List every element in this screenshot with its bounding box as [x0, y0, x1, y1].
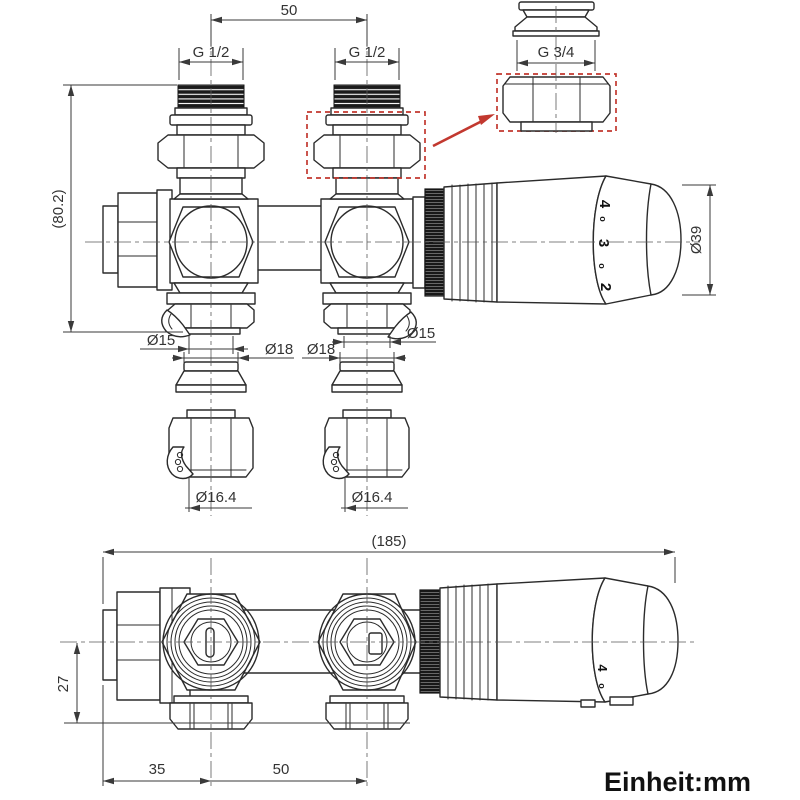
centerlines	[60, 30, 700, 788]
scale-window-notch	[580, 699, 596, 708]
dim-center-distance-bottom: 50	[273, 761, 290, 778]
thermostatic-head-front: 4 o 3 o 2	[424, 175, 682, 305]
head-scale-digit: 4	[596, 200, 613, 209]
spindle-window	[368, 632, 383, 655]
dimensions: 50 G 1/2 G 1/2 G 3/4 (80.2)	[50, 2, 716, 786]
dim-overall-height: (80.2)	[50, 189, 67, 228]
dim-olive-left: Ø18	[265, 341, 293, 358]
dim-olive-right: Ø18	[307, 341, 335, 358]
front-view: 4 o 3 o 2	[102, 84, 682, 480]
cutaway-flap	[161, 309, 191, 338]
head-scale-digit: 3	[595, 239, 612, 247]
dim-thread-left: G 1/2	[193, 44, 230, 61]
unit-note: Einheit:mm	[604, 767, 751, 797]
cutaway-flap	[387, 311, 417, 340]
pipe-connector-left	[161, 282, 256, 338]
dim-overall-length: (185)	[371, 533, 406, 550]
dim-compression-left: Ø16.4	[196, 489, 237, 506]
dim-left-to-center: 35	[149, 761, 166, 778]
dim-compression-right: Ø16.4	[352, 489, 393, 506]
scale-window-notch	[609, 696, 634, 706]
compression-fitting-right	[322, 409, 410, 480]
head-scale-dot: o	[597, 683, 607, 689]
head-cap-edge	[645, 183, 652, 296]
dim-tail-left: Ø15	[147, 332, 175, 349]
top-view: 4 o	[102, 577, 679, 730]
detail-source-box	[306, 111, 426, 179]
head-scale-digit: 4	[595, 664, 610, 672]
dim-depth: 27	[55, 676, 72, 693]
pipe-connector-right	[322, 282, 417, 340]
knurled-ring	[424, 188, 445, 297]
blanking-plug-front	[102, 189, 173, 291]
detail-nut-g34	[502, 76, 611, 123]
head-scale-dot: o	[598, 216, 608, 222]
dim-detail-thread: G 3/4	[538, 44, 575, 61]
head-scale-dot: o	[597, 263, 607, 269]
dim-tail-right: Ø15	[407, 325, 435, 342]
compression-fitting-left	[166, 409, 254, 480]
valve-body-front	[168, 196, 426, 289]
dim-thread-right: G 1/2	[349, 44, 386, 61]
head-scale-digit: 2	[597, 283, 614, 291]
dim-center-distance-top: 50	[281, 2, 298, 19]
thermostatic-head-top: 4 o	[419, 577, 679, 708]
knurled-ring	[419, 589, 441, 694]
head-scale-collar	[592, 175, 682, 305]
spindle-slot	[205, 627, 215, 658]
detail-leader-arrow	[432, 117, 487, 148]
detail-cap-top	[518, 1, 595, 11]
detail-view	[432, 1, 617, 148]
dim-head-diameter: Ø39	[688, 226, 705, 254]
